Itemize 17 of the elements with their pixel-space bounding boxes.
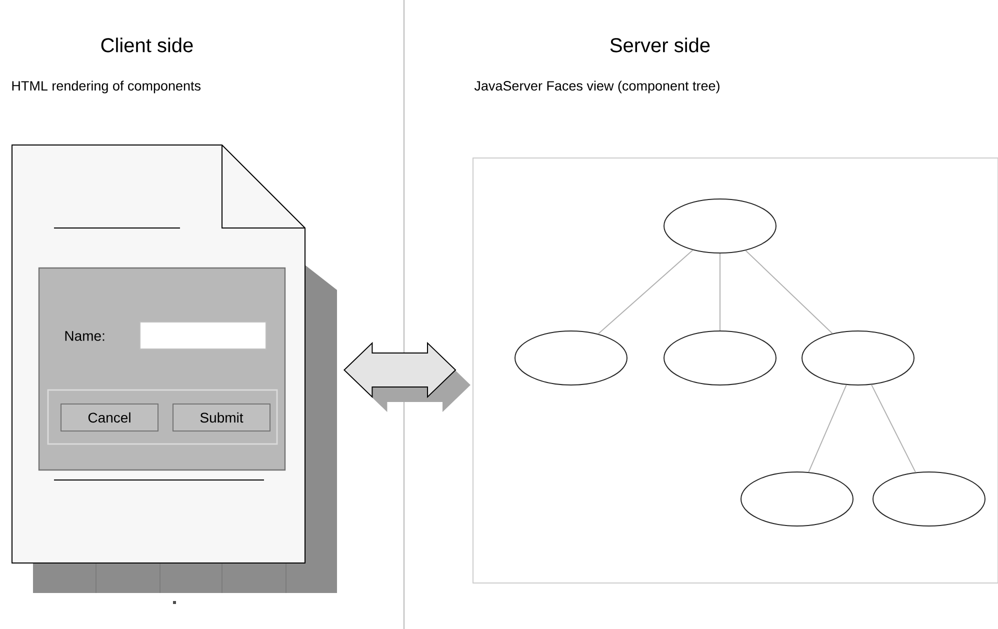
tree-line xyxy=(598,250,694,334)
tree-node-ellipse xyxy=(872,472,986,526)
tree-node-ellipse xyxy=(664,330,776,386)
tree-node-ellipse xyxy=(514,330,628,386)
form-button: Cancel xyxy=(60,404,158,432)
input-field xyxy=(140,322,266,350)
heading: Server side xyxy=(610,38,710,52)
tree-node-ellipse xyxy=(802,330,915,386)
tree-line xyxy=(745,250,833,334)
subheading: JavaServer Faces view (component tree) xyxy=(474,80,720,94)
tree-node-ellipse xyxy=(664,198,776,254)
tree-line xyxy=(870,384,916,473)
tree-line xyxy=(808,384,847,473)
subheading: HTML rendering of components xyxy=(12,80,201,94)
heading: Client side xyxy=(101,38,193,52)
tree-node-ellipse xyxy=(740,472,854,526)
form-button: Submit xyxy=(172,404,270,432)
